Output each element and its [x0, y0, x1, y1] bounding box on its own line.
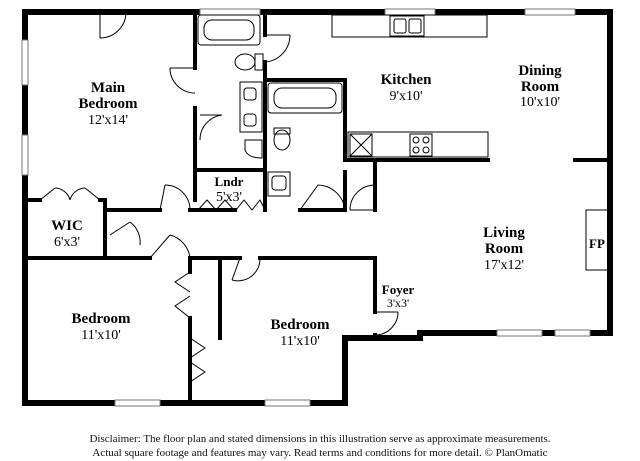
dining-room-name-line2: Room	[521, 79, 560, 95]
kitchen-counter-top	[331, 14, 488, 38]
fireplace-box	[585, 209, 611, 271]
disclaimer-line-2: Actual square footage and features may v…	[92, 447, 548, 459]
dining-room-dimensions: 10'x10'	[520, 95, 560, 110]
main-bedroom-dimensions: 12'x14'	[88, 113, 128, 128]
bedroom-center-name: Bedroom	[271, 317, 330, 333]
wic-name: WIC	[51, 218, 83, 234]
bedroom-center-dimensions: 11'x10'	[280, 334, 320, 349]
kitchen-counter-bottom	[347, 131, 489, 158]
bedroom-left-dimensions: 11'x10'	[81, 328, 121, 343]
interior-walls	[23, 10, 612, 405]
living-room-name-line1: Living	[483, 225, 525, 241]
dining-room-name-line1: Dining	[518, 63, 562, 79]
fixtures	[197, 14, 611, 271]
fireplace-label: FP	[589, 236, 605, 251]
living-room-dimensions: 17'x12'	[484, 258, 524, 273]
foyer-dimensions: 3'x3'	[387, 296, 409, 310]
kitchen-dimensions: 9'x10'	[389, 89, 422, 104]
foyer-name: Foyer	[382, 282, 415, 297]
bathtub-hall	[267, 82, 343, 114]
main-bedroom-name-line1: Main	[91, 80, 126, 96]
main-bedroom-name-line2: Bedroom	[79, 96, 138, 112]
laundry-dimensions: 5'x3'	[216, 190, 242, 205]
kitchen-name: Kitchen	[381, 72, 432, 88]
bedroom-left-name: Bedroom	[72, 311, 131, 327]
room-labels: Main Bedroom 12'x14' Kitchen 9'x10' Dini…	[51, 63, 605, 349]
wic-dimensions: 6'x3'	[54, 235, 80, 250]
toilet-hall	[273, 129, 291, 151]
bathtub-main	[197, 14, 261, 46]
toilet-main	[234, 53, 256, 71]
vanity-main	[239, 81, 263, 133]
floor-plan: Main Bedroom 12'x14' Kitchen 9'x10' Dini…	[21, 8, 613, 407]
sink-hall	[267, 171, 291, 197]
disclaimer-line-1: Disclaimer: The floor plan and stated di…	[89, 433, 551, 445]
stove	[409, 133, 433, 157]
doors	[39, 11, 399, 383]
laundry-name: Lndr	[215, 174, 244, 189]
living-room-name-line2: Room	[485, 241, 524, 257]
